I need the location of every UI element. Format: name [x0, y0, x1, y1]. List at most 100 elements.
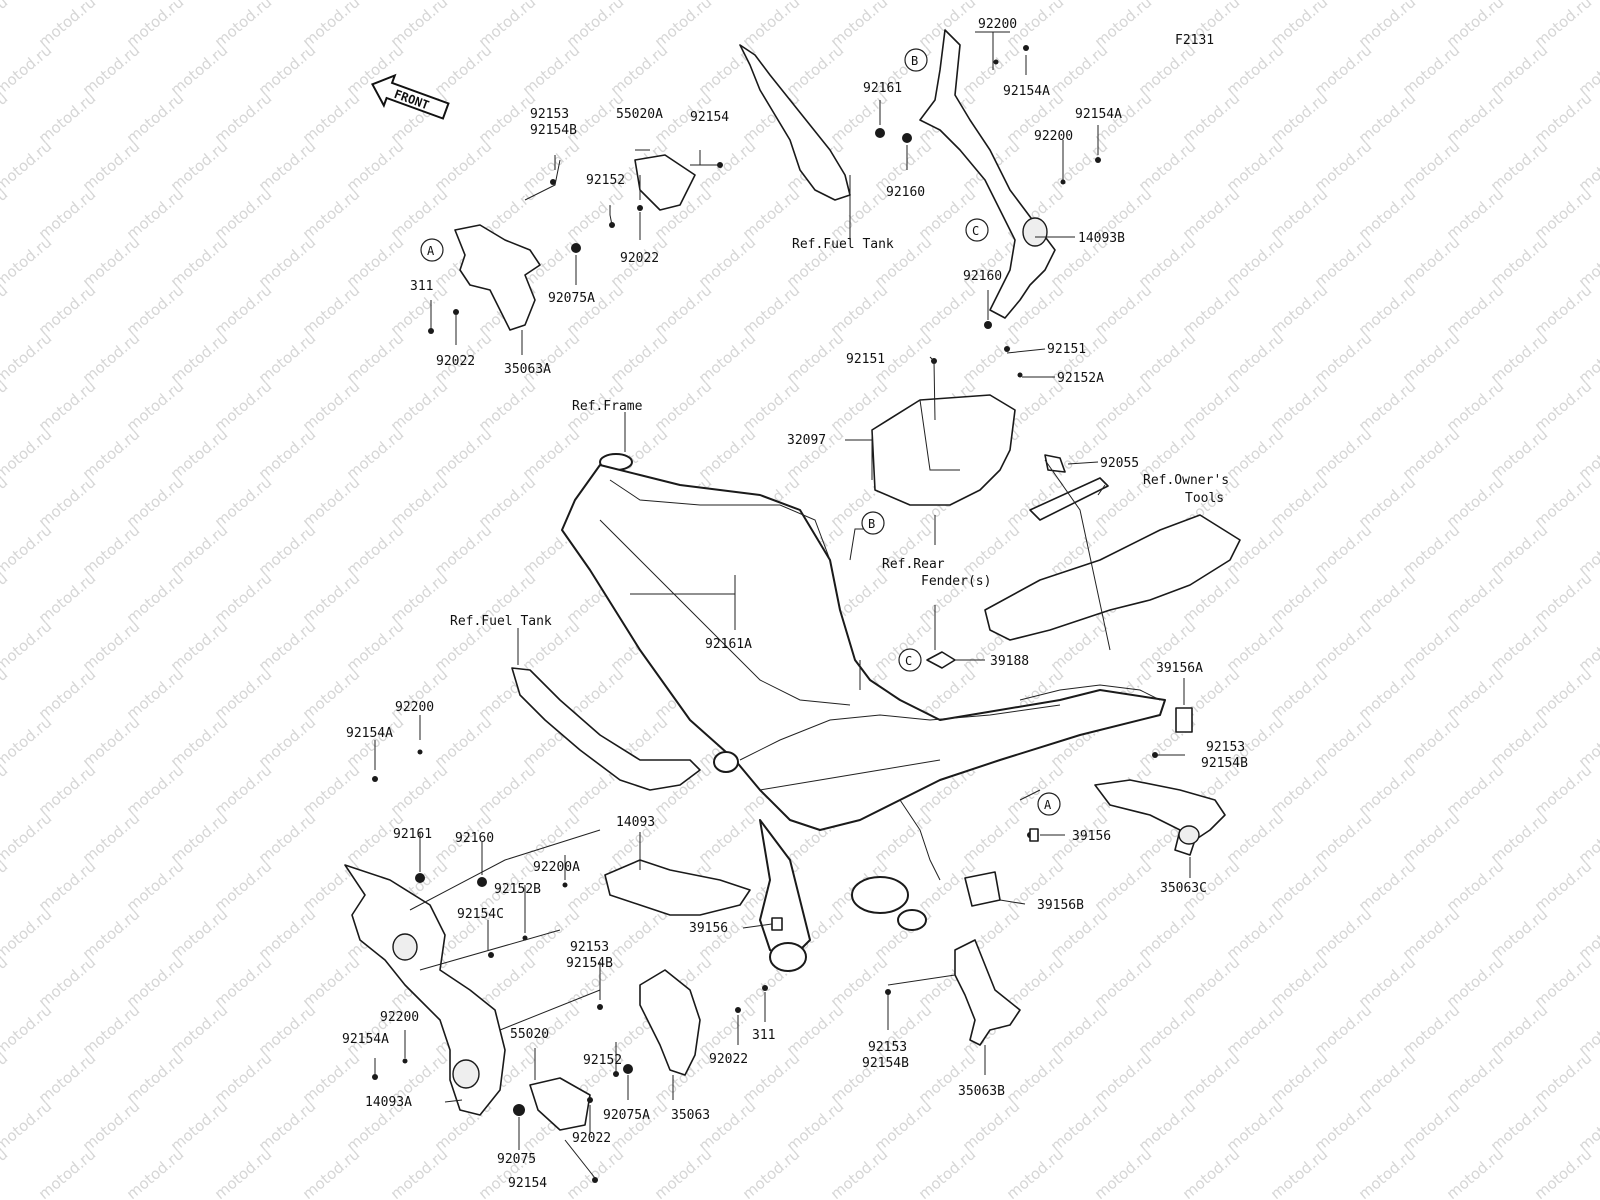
part-label: 92153 [530, 107, 569, 122]
watermark-text: motod.ru [0, 1145, 11, 1200]
watermark-text: motod.ru [211, 1145, 275, 1200]
bracket-55020 [529, 1077, 591, 1131]
part-label: 92200A [533, 860, 580, 875]
part-label: 311 [752, 1028, 775, 1043]
watermark-text: motod.ru [1003, 1145, 1067, 1200]
watermark-text: motod.ru [0, 617, 55, 675]
part-label: 92161 [393, 827, 432, 842]
watermark-text: motod.ru [1531, 1145, 1595, 1200]
callout-a-rear: A [1037, 792, 1061, 816]
watermark-text: motod.ru [1575, 425, 1600, 483]
callout-c-frame: C [898, 648, 922, 672]
part-label: 92161A [705, 637, 752, 652]
rear-fender [984, 514, 1241, 641]
watermark-text: motod.ru [0, 425, 55, 483]
watermark-text: motod.ru [0, 377, 11, 435]
watermark-text: motod.ru [0, 905, 55, 963]
footpeg-bracket-35063a [454, 224, 541, 331]
leader-lines [374, 31, 1191, 1179]
watermark-text: motod.ru [827, 1145, 891, 1200]
watermark-text: motod.ru [0, 473, 11, 531]
svg-text:C: C [905, 654, 912, 668]
part-label: 92200 [1034, 129, 1073, 144]
part-label: Ref.Fuel Tank [792, 237, 894, 252]
part-label: 35063B [958, 1084, 1005, 1099]
part-label: 92154A [1075, 107, 1122, 122]
part-label: 39156B [1037, 898, 1084, 913]
part-label: 35063C [1160, 881, 1207, 896]
watermark-text: motod.ru [0, 665, 11, 723]
pad-39156a [1175, 707, 1193, 733]
watermark-text: motod.ru [1575, 0, 1600, 3]
watermark-text: motod.ru [1575, 617, 1600, 675]
part-label: 92152A [1057, 371, 1104, 386]
watermark-text: motod.ru [0, 713, 55, 771]
grommet-14093a-lower [452, 1059, 480, 1089]
watermark-text: motod.ru [0, 1049, 11, 1107]
callout-b-frame: B [861, 511, 885, 535]
watermark-text: motod.ru [0, 521, 55, 579]
svg-text:B: B [868, 517, 875, 531]
watermark-text: motod.ru [1575, 137, 1600, 195]
part-label: 55020A [616, 107, 663, 122]
part-label: 92154B [566, 956, 613, 971]
watermark-text: motod.ru [1575, 905, 1600, 963]
part-label: 92153 [1206, 740, 1245, 755]
footpeg-bracket-35063 [639, 969, 701, 1076]
watermark-text: motod.ru [123, 1145, 187, 1200]
part-label: 92151 [846, 352, 885, 367]
part-label: 39188 [990, 654, 1029, 669]
watermark-text: motod.ru [0, 0, 55, 3]
watermark-text: motod.ru [1443, 1145, 1507, 1200]
watermark-text: motod.ru [1575, 1001, 1600, 1059]
watermark-text: motod.ru [387, 1145, 451, 1200]
watermark-text: motod.ru [0, 1097, 55, 1155]
side-cover-14093a [344, 864, 506, 1116]
watermark-text: motod.ru [1575, 233, 1600, 291]
watermark-text: motod.ru [1355, 1145, 1419, 1200]
watermark-text: motod.ru [0, 329, 55, 387]
part-label: 39156 [1072, 829, 1111, 844]
watermark-text: motod.ru [1179, 1145, 1243, 1200]
part-label: 92022 [620, 251, 659, 266]
callout-circles: A B C A B C [420, 48, 1061, 816]
part-label: 92154A [346, 726, 393, 741]
battery-case-32097 [871, 394, 1016, 506]
watermark-text: motod.ru [1575, 713, 1600, 771]
part-label: 35063 [671, 1108, 710, 1123]
part-label: 92022 [709, 1052, 748, 1067]
part-label: 311 [410, 279, 433, 294]
watermark-text: motod.ru [1575, 1097, 1600, 1155]
watermark-text: motod.ru [739, 1145, 803, 1200]
part-label: 92075A [548, 291, 595, 306]
watermark-text: motod.ru [0, 41, 55, 99]
side-cover-14093b [919, 29, 1056, 319]
watermark-text: motod.ru [1575, 521, 1600, 579]
part-label: 92154A [1003, 84, 1050, 99]
figure-code: F2131 [1175, 33, 1214, 48]
watermark-text: motod.ru [1575, 41, 1600, 99]
part-label: Ref.Frame [572, 399, 643, 414]
part-label: 92075 [497, 1152, 536, 1167]
part-label: 92200 [395, 700, 434, 715]
svg-text:A: A [427, 244, 435, 258]
watermark-text: motod.ru [1267, 1145, 1331, 1200]
part-label: 14093A [365, 1095, 412, 1110]
part-label: 14093 [616, 815, 655, 830]
fuel-tank-side-panel [511, 667, 701, 791]
watermark-text: motod.ru [0, 233, 55, 291]
part-label: 92160 [963, 269, 1002, 284]
part-label: 92152B [494, 882, 541, 897]
part-label: 92154 [508, 1176, 547, 1191]
watermark-text: motod.ru [35, 1145, 99, 1200]
owners-tools [1029, 477, 1109, 521]
watermark-text: motod.ru [299, 1145, 363, 1200]
part-label: 39156 [689, 921, 728, 936]
part-label: 92153 [868, 1040, 907, 1055]
part-label: 92154A [342, 1032, 389, 1047]
part-label: 92055 [1100, 456, 1139, 471]
part-label: 92160 [455, 831, 494, 846]
part-label: 92161 [863, 81, 902, 96]
part-label: Ref.Rear [882, 557, 945, 572]
watermark-text: motod.ru [0, 953, 11, 1011]
